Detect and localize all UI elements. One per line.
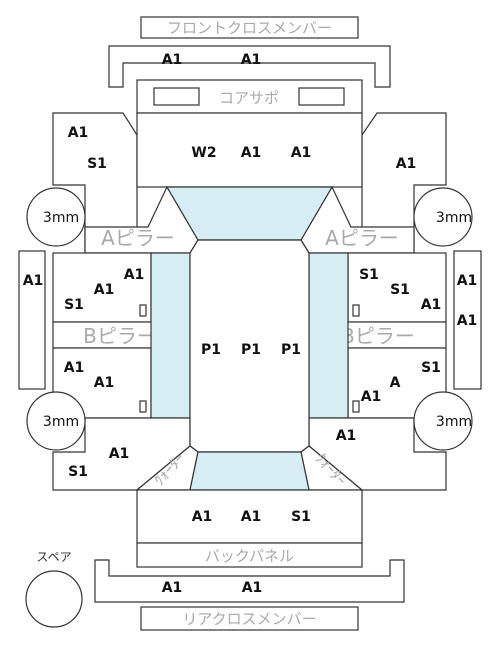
- grade-front-cross-2[interactable]: A1: [241, 52, 262, 68]
- b-pillar-left-label: Bピラー: [83, 324, 157, 348]
- tire-rear-right-depth[interactable]: 3mm: [436, 414, 472, 430]
- front-door-right: [347, 252, 447, 323]
- front-door-left-handle: [139, 304, 147, 317]
- core-support-label: コアサポ: [219, 89, 279, 107]
- front-cross-member-label: フロントクロスメンバー: [167, 19, 332, 37]
- grade-front-cross-1[interactable]: A1: [162, 52, 183, 68]
- hood-panel: [136, 112, 363, 188]
- grade-front-door-right-3[interactable]: A1: [421, 297, 442, 313]
- grade-rear-door-right-2[interactable]: A: [390, 375, 401, 391]
- a-pillar-left-label: Aピラー: [101, 226, 175, 250]
- front-door-left: [52, 252, 152, 323]
- grade-rear-cross-2[interactable]: A1: [242, 580, 263, 596]
- rear-cross-member-label-box: [140, 606, 359, 631]
- spare-tire-label: スペア: [36, 550, 71, 564]
- grade-front-door-left-1[interactable]: A1: [124, 267, 145, 283]
- grade-hood-3[interactable]: A1: [291, 145, 312, 161]
- grade-hood-2[interactable]: A1: [241, 145, 262, 161]
- grade-roof-1[interactable]: P1: [201, 342, 221, 358]
- grade-front-door-left-2[interactable]: A1: [94, 282, 115, 298]
- rear-cross-member-label: リアクロスメンバー: [182, 610, 316, 628]
- grade-fender-left-2[interactable]: S1: [87, 156, 107, 172]
- step-right: [453, 250, 482, 390]
- tire-rear-right-icon: [413, 391, 473, 451]
- rear-door-left-handle: [139, 400, 147, 413]
- tire-front-right-depth[interactable]: 3mm: [436, 210, 472, 226]
- a-pillar-right-label: Aピラー: [325, 226, 399, 250]
- grade-front-door-right-2[interactable]: S1: [390, 282, 410, 298]
- grade-quarter-left-2[interactable]: S1: [68, 464, 88, 480]
- grade-rear-door-left-2[interactable]: A1: [94, 375, 115, 391]
- grade-hood-1[interactable]: W2: [191, 145, 216, 161]
- grade-step-right-1[interactable]: A1: [457, 273, 478, 289]
- spare-tire-icon[interactable]: [25, 570, 83, 628]
- side-glass-left: [150, 252, 191, 419]
- tire-front-right-icon: [413, 187, 473, 247]
- grade-front-door-left-3[interactable]: S1: [64, 297, 84, 313]
- grade-rear-door-right-3[interactable]: A1: [361, 389, 382, 405]
- tire-rear-left-depth[interactable]: 3mm: [43, 414, 79, 430]
- grade-trunk-3[interactable]: S1: [291, 509, 311, 525]
- back-panel-label: バックパネル: [205, 547, 294, 565]
- front-door-right-handle: [352, 304, 360, 317]
- rear-door-right-handle: [352, 400, 360, 413]
- grade-trunk-1[interactable]: A1: [192, 509, 213, 525]
- back-panel: [136, 542, 363, 568]
- tire-rear-left-icon: [26, 391, 86, 451]
- core-support-slot-left: [153, 87, 200, 106]
- grade-rear-door-left-1[interactable]: A1: [64, 360, 85, 376]
- front-cross-member-label-box: [140, 16, 359, 39]
- grade-fender-right[interactable]: A1: [396, 156, 417, 172]
- grade-step-left[interactable]: A1: [23, 273, 44, 289]
- rear-window: [189, 451, 310, 491]
- grade-trunk-2[interactable]: A1: [241, 509, 262, 525]
- grade-fender-left-1[interactable]: A1: [68, 125, 89, 141]
- grade-quarter-right[interactable]: A1: [336, 428, 357, 444]
- side-glass-right: [308, 252, 349, 419]
- front-cross-member-outline: [108, 45, 391, 88]
- b-pillar-right-label: Bピラー: [341, 324, 415, 348]
- grade-roof-2[interactable]: P1: [241, 342, 261, 358]
- step-left: [18, 250, 46, 390]
- grade-front-door-right-1[interactable]: S1: [359, 267, 379, 283]
- trunk-lid: [136, 489, 363, 544]
- grade-quarter-left-1[interactable]: A1: [109, 446, 130, 462]
- tire-front-left-icon: [26, 187, 86, 247]
- tire-front-left-depth[interactable]: 3mm: [43, 210, 79, 226]
- grade-roof-3[interactable]: P1: [281, 342, 301, 358]
- grade-step-right-2[interactable]: A1: [457, 313, 478, 329]
- grade-rear-door-right-1[interactable]: S1: [421, 360, 441, 376]
- grade-rear-cross-1[interactable]: A1: [162, 580, 183, 596]
- rear-cross-member-outline: [94, 559, 405, 603]
- core-support-slot-right: [298, 87, 345, 106]
